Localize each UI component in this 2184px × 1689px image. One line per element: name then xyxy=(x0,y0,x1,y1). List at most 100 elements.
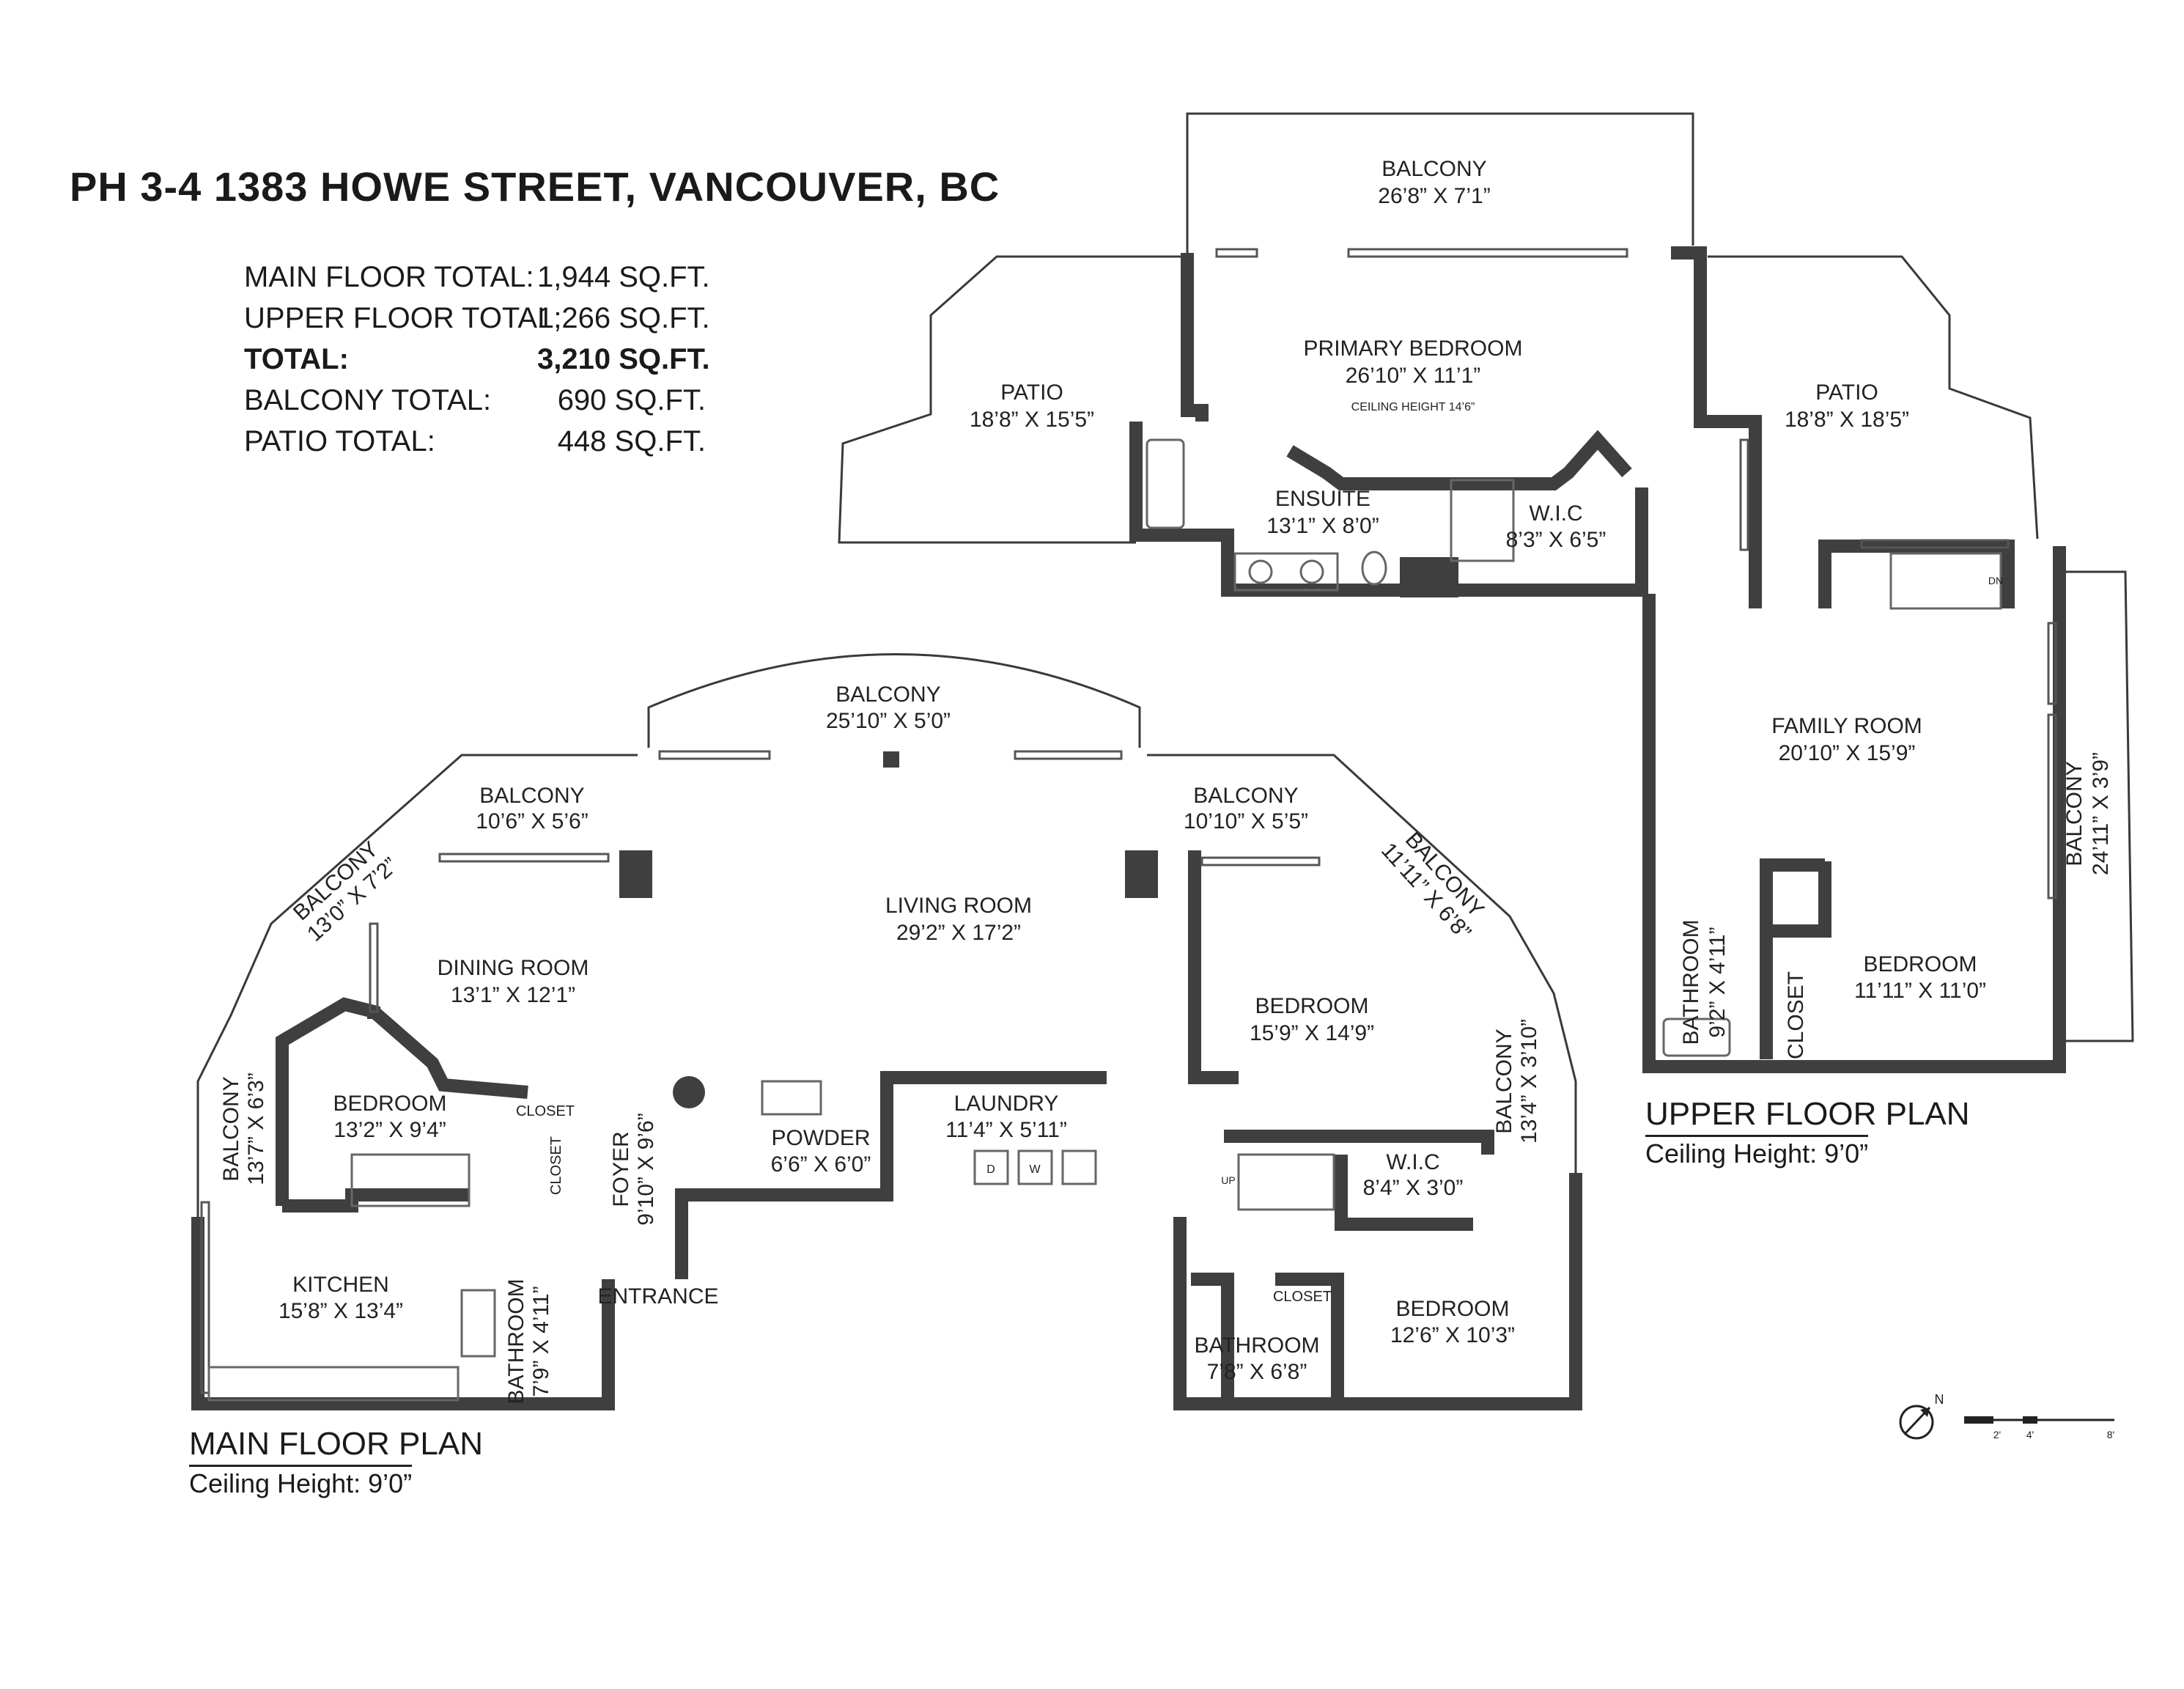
family-room-name: FAMILY ROOM xyxy=(1771,714,1922,738)
main-wall-foyer xyxy=(675,1071,1107,1279)
window xyxy=(658,750,771,760)
total-row-balcony: BALCONY TOTAL: 690 SQ.FT. xyxy=(244,380,706,421)
upper-wall-ensuite-inner xyxy=(1286,430,1632,490)
total-value: 1,266 SQ.FT. xyxy=(537,302,710,334)
fixtures xyxy=(207,438,2002,1402)
total-value: 1,944 SQ.FT. xyxy=(537,261,710,293)
main-wall-bath-right xyxy=(1191,1273,1234,1404)
bedroom-main-mid-name: BEDROOM xyxy=(1255,994,1368,1018)
powder-name: POWDER xyxy=(772,1126,871,1150)
upper-wall-center xyxy=(1671,246,1762,608)
balcony-right-top-dim: 10’10” X 5’5” xyxy=(1184,809,1308,834)
closet-a-name: CLOSET xyxy=(516,1103,575,1119)
column xyxy=(1400,557,1458,597)
closet-b-label: CLOSET xyxy=(548,1136,564,1195)
kitchen-counter xyxy=(207,1366,460,1402)
compass-icon: N xyxy=(1899,1392,1944,1440)
main-wall-bedroom-mid xyxy=(1188,850,1239,1084)
bedroom-upper-dim: 11’11” X 11’0” xyxy=(1854,979,1986,1003)
foyer-dim: 9’10” X 9’6” xyxy=(634,1113,658,1225)
balcony-right-side-dim: 13’4” X 3’10” xyxy=(1517,1019,1541,1144)
upper-balcony-dim: 26’8” X 7’1” xyxy=(1378,184,1490,208)
ensuite-dim: 13’1” X 8’0” xyxy=(1266,514,1379,538)
column-round xyxy=(673,1076,705,1108)
living-room-name: LIVING ROOM xyxy=(885,894,1032,918)
patio-left-name: PATIO xyxy=(1000,380,1063,405)
main-plan-title: MAIN FLOOR PLAN xyxy=(189,1426,483,1462)
balcony-right-side-name: BALCONY xyxy=(1492,1029,1516,1133)
window xyxy=(1200,856,1321,866)
total-label: TOTAL: xyxy=(244,343,349,375)
upper-wall-ensuite xyxy=(1129,422,1648,597)
main-plan-ceiling: Ceiling Height: 9’0” xyxy=(189,1465,413,1499)
kitchen-dim: 15’8” X 13’4” xyxy=(278,1299,403,1323)
bathroom-upper-name: BATHROOM xyxy=(1679,919,1703,1045)
total-value: 448 SQ.FT. xyxy=(557,425,706,457)
scale-tick: 8' xyxy=(2107,1429,2114,1440)
wic-main-dim: 8’4” X 3’0” xyxy=(1363,1176,1464,1200)
bedroom-main-left-name: BEDROOM xyxy=(333,1092,446,1116)
ensuite-name: ENSUITE xyxy=(1275,487,1370,511)
room-labels: BALCONY 26’8” X 7’1” PRIMARY BEDROOM 26’… xyxy=(219,157,2113,1405)
bedroom-main-left-dim: 13’2” X 9’4” xyxy=(333,1118,446,1142)
total-value: 690 SQ.FT. xyxy=(557,384,706,416)
balcony-main-top-dim: 25’10” X 5’0” xyxy=(826,709,951,733)
balcony-left-top-dim: 10’6” X 5’6” xyxy=(476,809,588,834)
primary-bedroom-dim: 26’10” X 11’1” xyxy=(1346,364,1481,388)
balcony-diag-left-outline xyxy=(196,754,638,1404)
window xyxy=(2047,713,2057,899)
balcony-diag-right-outline xyxy=(1147,754,1577,1173)
shower xyxy=(1450,479,1515,562)
laundry-name: LAUNDRY xyxy=(954,1092,1059,1116)
wic-main-name: W.I.C xyxy=(1386,1150,1439,1174)
total-row-upper: UPPER FLOOR TOTAL:1,266 SQ.FT. xyxy=(244,298,710,339)
primary-bedroom-ceiling: CEILING HEIGHT 14’6” xyxy=(1351,401,1475,413)
bathroom-main-right-name: BATHROOM xyxy=(1194,1333,1319,1358)
window xyxy=(1860,539,2010,549)
total-label: BALCONY TOTAL: xyxy=(244,384,492,416)
bedroom-upper-name: BEDROOM xyxy=(1863,952,1977,976)
dining-room-name: DINING ROOM xyxy=(438,956,589,980)
washer-label: W xyxy=(1029,1163,1041,1176)
total-row-main: MAIN FLOOR TOTAL:1,944 SQ.FT. xyxy=(244,257,710,298)
balcony-far-left-name: BALCONY xyxy=(219,1076,243,1181)
balcony-right-side-label: BALCONY 13’4” X 3’10” xyxy=(1492,1019,1541,1144)
patio-right-outline xyxy=(1708,255,2039,540)
upper-wall-top xyxy=(1181,253,1209,422)
balcony-main-top-arc xyxy=(647,653,1141,748)
main-wall-corridor xyxy=(1224,1130,1494,1155)
toilet xyxy=(1361,551,1387,586)
scale-tick: 2' xyxy=(1993,1429,2001,1440)
balcony-far-left-label: BALCONY 13’7” X 6’3” xyxy=(219,1072,268,1185)
kitchen-island xyxy=(350,1153,471,1207)
bathroom-upper-label: BATHROOM 9’2” X 4’11” xyxy=(1679,919,1730,1045)
wic-upper-name: W.I.C xyxy=(1529,501,1582,526)
upper-plan-title: UPPER FLOOR PLAN xyxy=(1645,1096,1970,1132)
balcony-upper-right-label: BALCONY 24’11” X 3’9” xyxy=(2062,752,2113,875)
stairs-main xyxy=(1237,1153,1335,1211)
kitchen-name: KITCHEN xyxy=(292,1273,389,1297)
upper-wall-bedroom xyxy=(1760,858,1825,1059)
laundry-sink xyxy=(1061,1149,1097,1185)
window xyxy=(2047,622,2057,705)
upper-balcony-outline xyxy=(1186,112,1694,253)
property-title: PH 3-4 1383 HOWE STREET, VANCOUVER, BC xyxy=(70,163,1000,210)
vanity xyxy=(1233,552,1339,592)
total-row-patio: PATIO TOTAL:448 SQ.FT. xyxy=(244,421,706,462)
sink xyxy=(1299,559,1324,584)
dining-room-dim: 13’1” X 12’1” xyxy=(451,983,575,1007)
column xyxy=(1125,850,1158,898)
kitchen-range xyxy=(460,1289,496,1358)
main-wall-wic xyxy=(1335,1155,1473,1231)
patio-left-outline xyxy=(838,255,1187,544)
bedroom-main-right-dim: 12’6” X 10’3” xyxy=(1390,1323,1515,1347)
outline-lines xyxy=(196,112,2134,1404)
walls xyxy=(191,246,2066,1410)
stairs-up-label: UP xyxy=(1221,1174,1235,1186)
main-wall-dining xyxy=(369,1007,528,1099)
columns xyxy=(619,557,1458,1108)
bedroom-main-right-name: BEDROOM xyxy=(1395,1297,1509,1321)
foyer-name: FOYER xyxy=(609,1131,633,1207)
upper-plan-ceiling: Ceiling Height: 9’0” xyxy=(1645,1135,1869,1169)
